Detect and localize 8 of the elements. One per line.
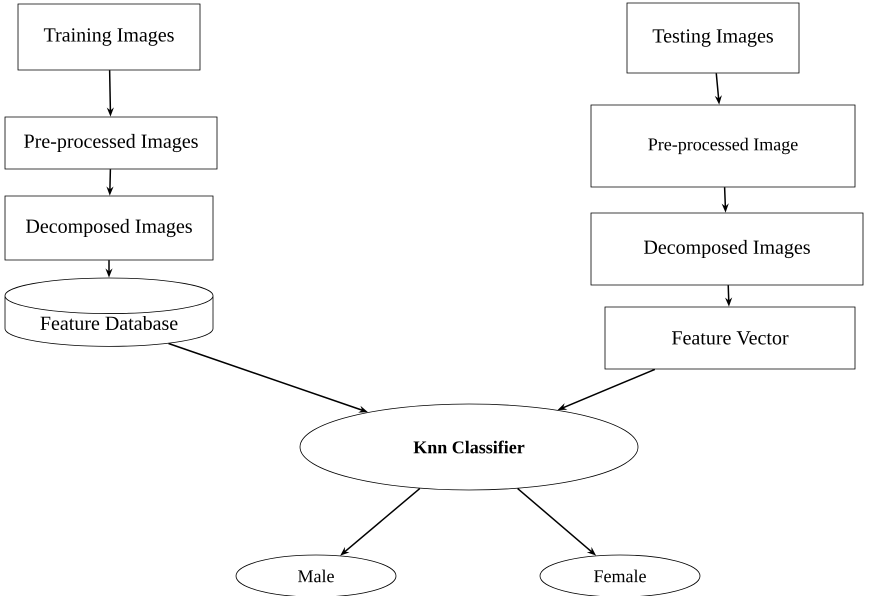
- process-box: Decomposed Images: [590, 212, 864, 286]
- process-box: Testing Images: [626, 2, 800, 74]
- process-box: Feature Vector: [604, 306, 856, 370]
- process-box: Decomposed Images: [4, 196, 214, 260]
- database-cylinder: Feature Database: [4, 278, 214, 347]
- process-box: Pre-processed Image: [590, 104, 856, 188]
- process-box: Training Images: [18, 4, 200, 70]
- process-box: Pre-processed Images: [4, 116, 218, 170]
